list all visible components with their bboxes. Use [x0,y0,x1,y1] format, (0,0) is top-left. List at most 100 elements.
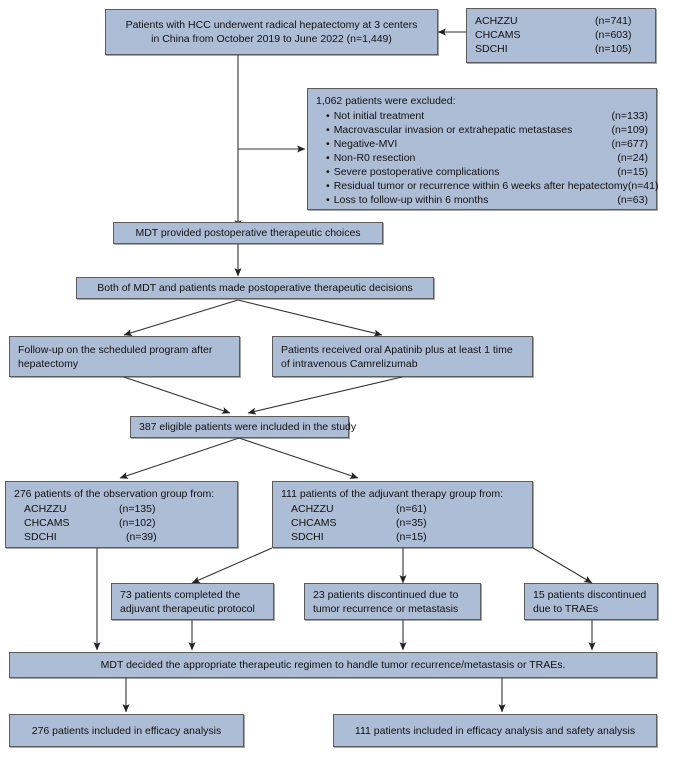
excluded-item-count-1: (n=109) [611,124,648,136]
excluded-item-text-1: Macrovascular invasion or extrahepatic m… [333,124,573,136]
excluded-item-count-3: (n=24) [617,152,648,164]
excluded-item-count-5: (n=41) [627,180,659,192]
node-mdt-regimen: MDT decided the appropriate therapeutic … [9,652,657,678]
node-centers: ACHZZU (n=741) CHCAMS (n=603) SDCHI (n=1… [466,8,656,63]
observation-count-2: (n=39) [126,531,157,543]
connector-apatinib-to-eligible [247,376,403,415]
adjuvant-heading: 111 patients of the adjuvant therapy gro… [281,488,504,500]
apatinib-line-1: Patients received oral Apatinib plus at … [281,343,513,356]
node-adjuvant-group: 111 patients of the adjuvant therapy gro… [272,481,533,548]
adjuvant-count-2: (n=15) [396,531,427,543]
adjuvant-label-0: ACHZZU [291,503,334,515]
discontinued-recurrence-line-1: 23 patients discontinued due to [313,588,459,601]
efficacy-111-text: 111 patients included in efficacy analys… [354,724,636,737]
excluded-item-text-2: Negative-MVI [333,138,398,150]
excluded-item-text-3: Non-R0 resection [333,152,416,164]
centers-row: SDCHI (n=105) [475,42,647,56]
discontinued-recurrence-line-2: tumor recurrence or metastasis [313,602,459,615]
centers-count-2: (n=105) [595,43,632,55]
observation-count-1: (n=102) [119,517,156,529]
bullet-icon: • [326,138,330,150]
excluded-item: • Negative-MVI (n=677) [316,137,648,151]
connector-followup-to-eligible [123,376,231,414]
bullet-icon: • [326,166,330,178]
connector-decisions-to-apatinib [237,299,383,337]
node-mdt-choices: MDT provided postoperative therapeutic c… [113,222,383,244]
followup-line-2: hepatectomy [18,357,79,370]
bullet-icon: • [326,124,330,136]
node-discontinued-recurrence: 23 patients discontinued due to tumor re… [304,583,481,620]
excluded-item-text-5: Residual tumor or recurrence within 6 we… [333,180,628,192]
adjuvant-row: ACHZZU (n=61) [281,502,524,516]
excluded-item-text-0: Not initial treatment [333,110,425,122]
node-followup: Follow-up on the scheduled program after… [9,336,240,377]
centers-label-2: SDCHI [475,43,508,55]
excluded-item: • Loss to follow-up within 6 months (n=6… [316,193,648,207]
centers-count-0: (n=741) [595,15,632,27]
excluded-item-text-6: Loss to follow-up within 6 months [333,194,489,206]
adjuvant-row: SDCHI (n=15) [281,530,524,544]
connector-adjuvant-to-completed [191,547,273,584]
excluded-item-count-4: (n=15) [617,166,648,178]
excluded-item: • Not initial treatment (n=133) [316,109,648,123]
observation-label-2: SDCHI [24,531,57,543]
enrollment-line-1: Patients with HCC underwent radical hepa… [125,19,418,31]
excluded-heading: 1,062 patients were excluded: [316,95,456,107]
connector-eligible-to-observation [119,437,240,479]
adjuvant-row: CHCAMS (n=35) [281,516,524,530]
observation-label-0: ACHZZU [24,503,67,515]
excluded-item-text-4: Severe postoperative complications [333,166,500,178]
centers-label-0: ACHZZU [475,15,518,27]
apatinib-line-2: of intravenous Camrelizumab [281,357,418,370]
observation-row: ACHZZU (n=135) [14,502,229,516]
excluded-item: • Severe postoperative complications (n=… [316,165,648,179]
node-excluded: 1,062 patients were excluded: • Not init… [307,88,658,210]
excluded-item: • Macrovascular invasion or extrahepatic… [316,123,648,137]
observation-row: SDCHI (n=39) [14,530,229,544]
node-apatinib-camrelizumab: Patients received oral Apatinib plus at … [272,336,533,377]
discontinued-traes-line-1: 15 patients discontinued [533,588,647,601]
excluded-item-count-6: (n=63) [617,194,648,206]
excluded-item-count-2: (n=677) [611,138,648,150]
node-enrollment: Patients with HCC underwent radical hepa… [105,9,438,55]
enrollment-line-2: in China from October 2019 to June 2022 … [151,33,392,45]
completed-line-1: 73 patients completed the [120,588,241,601]
observation-heading: 276 patients of the observation group fr… [14,488,215,500]
observation-count-0: (n=135) [119,503,156,515]
mdt-decisions-text: Both of MDT and patients made postoperat… [97,282,413,294]
connector-eligible-to-adjuvant [238,437,359,479]
observation-label-1: CHCAMS [24,517,70,529]
observation-row: CHCAMS (n=102) [14,516,229,530]
centers-row: CHCAMS (n=603) [475,28,647,42]
node-discontinued-traes: 15 patients discontinued due to TRAEs [524,583,658,620]
bullet-icon: • [326,194,330,206]
efficacy-276-text: 276 patients included in efficacy analys… [31,724,222,737]
node-observation-group: 276 patients of the observation group fr… [5,481,238,548]
node-mdt-decisions: Both of MDT and patients made postoperat… [76,277,434,299]
bullet-icon: • [326,110,330,122]
adjuvant-count-1: (n=35) [396,517,427,529]
mdt-regimen-text: MDT decided the appropriate therapeutic … [100,659,566,671]
mdt-choices-text: MDT provided postoperative therapeutic c… [135,227,361,239]
completed-line-2: adjuvant therapeutic protocol [120,602,255,615]
centers-label-1: CHCAMS [475,29,521,41]
connector-adjuvant-to-traes [532,547,593,584]
node-eligible: 387 eligible patients were included in t… [130,416,357,438]
discontinued-traes-line-2: due to TRAEs [533,602,599,615]
node-efficacy-111: 111 patients included in efficacy analys… [333,714,657,747]
node-efficacy-276: 276 patients included in efficacy analys… [9,714,244,747]
node-completed-protocol: 73 patients completed the adjuvant thera… [111,583,274,620]
connector-decisions-to-followup [123,299,239,337]
eligible-text: 387 eligible patients were included in t… [139,421,357,433]
excluded-item-count-0: (n=133) [611,110,648,122]
bullet-icon: • [326,152,330,164]
excluded-item: • Residual tumor or recurrence within 6 … [316,179,658,193]
excluded-item: • Non-R0 resection (n=24) [316,151,648,165]
adjuvant-label-1: CHCAMS [291,517,337,529]
adjuvant-count-0: (n=61) [396,503,427,515]
centers-count-1: (n=603) [595,29,632,41]
centers-row: ACHZZU (n=741) [475,14,647,28]
bullet-icon: • [326,180,330,192]
followup-line-1: Follow-up on the scheduled program after [18,343,213,356]
